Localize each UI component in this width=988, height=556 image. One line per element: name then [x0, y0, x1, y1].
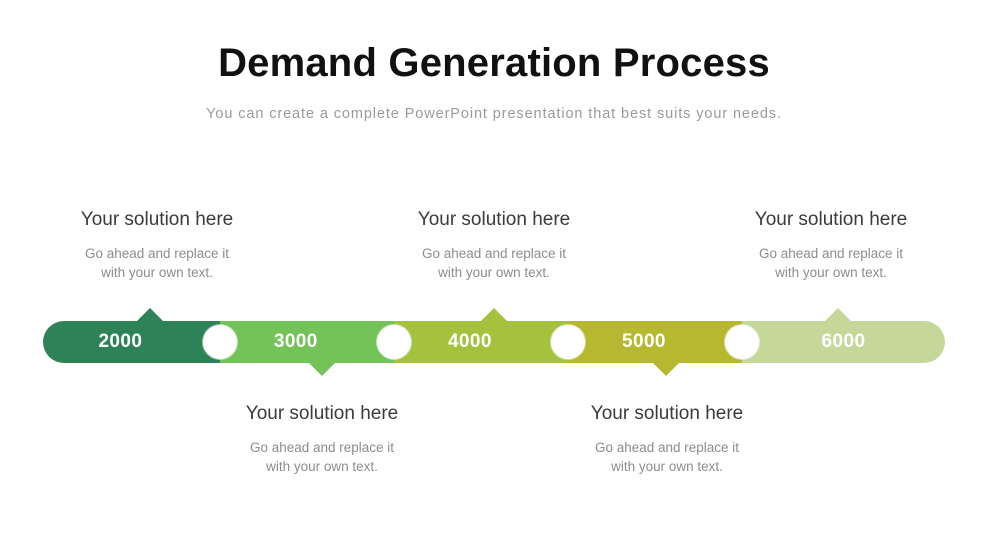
- callout-body: Go ahead and replace it with your own tex…: [549, 438, 785, 477]
- timeline-segment[interactable]: 2000: [43, 321, 220, 363]
- segment-value-label: 2000: [98, 331, 143, 352]
- callout-block: Your solution here Go ahead and replace i…: [376, 209, 612, 283]
- segment-value-label: 3000: [273, 331, 318, 352]
- callout-body-line: Go ahead and replace it: [421, 245, 567, 261]
- timeline-segment[interactable]: 5000: [567, 321, 743, 363]
- page-subtitle: You can create a complete PowerPoint pre…: [206, 106, 782, 122]
- timeline-node-circle[interactable]: [725, 325, 760, 359]
- callout-body: Go ahead and replace it with your own tex…: [204, 438, 440, 477]
- callout-block: Your solution here Go ahead and replace i…: [39, 209, 275, 283]
- segment-value-label: 6000: [821, 331, 866, 352]
- timeline-track: 2000 3000 4000 5000 6000: [43, 321, 945, 363]
- timeline-node-circle[interactable]: [550, 325, 585, 359]
- callout-body: Go ahead and replace it with your own tex…: [39, 244, 275, 283]
- callout-body-line: with your own text.: [266, 459, 378, 475]
- marker-arrow-up-icon: [137, 308, 164, 321]
- callout-title: Your solution here: [754, 209, 908, 230]
- callout-block: Your solution here Go ahead and replace i…: [549, 403, 785, 477]
- timeline-segment[interactable]: 3000: [219, 321, 394, 363]
- callout-title: Your solution here: [417, 209, 571, 230]
- marker-arrow-down-icon: [653, 363, 680, 376]
- callout-body-line: Go ahead and replace it: [84, 245, 230, 261]
- callout-title: Your solution here: [80, 209, 234, 230]
- callout-body: Go ahead and replace it with your own tex…: [376, 244, 612, 283]
- callout-body-line: with your own text.: [611, 459, 723, 475]
- marker-arrow-up-icon: [824, 308, 851, 321]
- page-title: Demand Generation Process: [218, 41, 770, 85]
- callout-body-line: Go ahead and replace it: [249, 439, 395, 455]
- timeline-node-circle[interactable]: [202, 325, 237, 359]
- callout-body-line: with your own text.: [775, 265, 887, 281]
- timeline-segment[interactable]: 4000: [393, 321, 568, 363]
- timeline-bar: 2000 3000 4000 5000 6000: [43, 308, 945, 376]
- callout-body: Go ahead and replace it with your own tex…: [713, 244, 949, 283]
- segment-value-label: 4000: [447, 331, 492, 352]
- callout-block: Your solution here Go ahead and replace i…: [713, 209, 949, 283]
- marker-arrow-down-icon: [308, 363, 335, 376]
- callout-title: Your solution here: [245, 403, 399, 424]
- timeline-node-circle[interactable]: [376, 325, 411, 359]
- timeline-segment[interactable]: 6000: [742, 321, 945, 363]
- callout-body-line: Go ahead and replace it: [594, 439, 740, 455]
- marker-arrow-up-icon: [481, 308, 507, 321]
- callout-body-line: with your own text.: [438, 265, 550, 281]
- callout-block: Your solution here Go ahead and replace i…: [204, 403, 440, 477]
- callout-body-line: with your own text.: [101, 265, 213, 281]
- segment-value-label: 5000: [622, 331, 666, 352]
- callout-title: Your solution here: [590, 403, 744, 424]
- callout-body-line: Go ahead and replace it: [758, 245, 904, 261]
